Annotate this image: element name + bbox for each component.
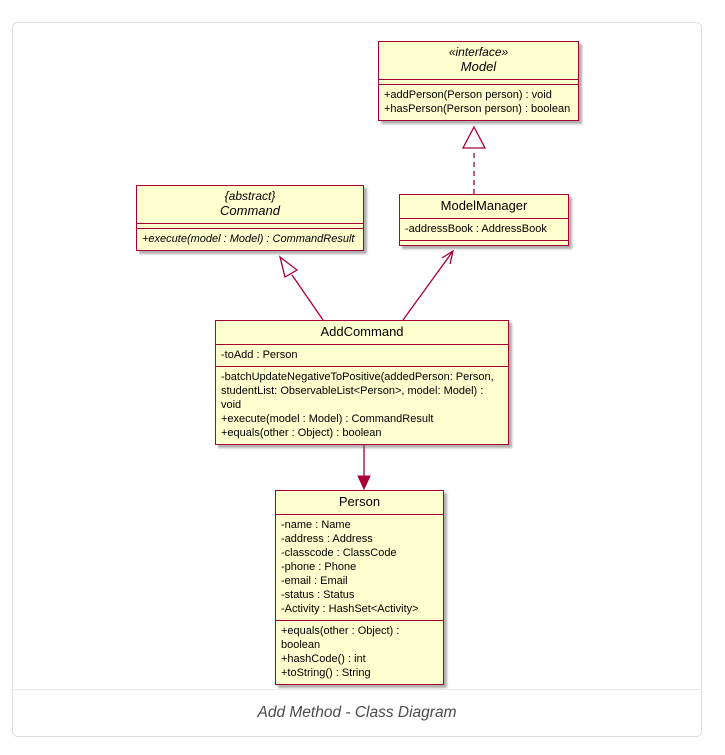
class-name: Person xyxy=(338,494,381,509)
methods-compartment: +equals(other : Object) : boolean +hashC… xyxy=(276,620,443,684)
methods-compartment: +execute(model : Model) : CommandResult xyxy=(137,228,363,250)
stereotype-label: «interface» xyxy=(448,45,509,59)
class-box-addcommand: AddCommand -toAdd : Person -batchUpdateN… xyxy=(215,320,509,445)
attribute-row: -address : Address xyxy=(281,533,373,545)
attribute-row: -classcode : ClassCode xyxy=(281,547,397,559)
attribute-row: -Activity : HashSet<Activity> xyxy=(281,603,419,615)
methods-compartment: +addPerson(Person person) : void +hasPer… xyxy=(379,84,578,120)
class-name: ModelManager xyxy=(440,198,528,213)
attribute-row: -email : Email xyxy=(281,575,348,587)
method-row: +execute(model : Model) : CommandResult xyxy=(221,413,434,425)
attribute-row: -toAdd : Person xyxy=(221,349,298,361)
attribute-row: -addressBook : AddressBook xyxy=(405,223,547,235)
attribute-row: -status : Status xyxy=(281,589,355,601)
method-row: +toString() : String xyxy=(281,667,371,679)
association-arrow-addcommand-to-modelmanager xyxy=(402,249,454,321)
figure-card: ModelManager (association: open arrowhea… xyxy=(12,22,702,737)
class-title: AddCommand xyxy=(216,321,508,344)
class-title: Person xyxy=(276,491,443,514)
method-row: +execute(model : Model) : CommandResult xyxy=(142,233,355,245)
caption-text: Add Method - Class Diagram xyxy=(257,704,457,721)
class-box-person: Person -name : Name -address : Address -… xyxy=(275,490,444,685)
class-box-command: {abstract} Command +execute(model : Mode… xyxy=(136,185,364,251)
class-title: «interface» Model xyxy=(379,42,578,79)
attribute-row: -name : Name xyxy=(281,519,351,531)
attributes-compartment: -addressBook : AddressBook xyxy=(400,218,568,240)
attributes-compartment: -toAdd : Person xyxy=(216,344,508,366)
figure-caption: Add Method - Class Diagram xyxy=(13,689,701,736)
class-box-model: «interface» Model +addPerson(Person pers… xyxy=(378,41,579,121)
attributes-compartment xyxy=(137,223,363,228)
class-name: AddCommand xyxy=(320,324,404,339)
attribute-row: -phone : Phone xyxy=(281,561,357,573)
method-row: +equals(other : Object) : boolean xyxy=(221,427,382,439)
method-row: -batchUpdateNegativeToPositive(addedPers… xyxy=(221,371,494,411)
attributes-compartment xyxy=(379,79,578,84)
class-title: {abstract} Command xyxy=(137,186,363,223)
methods-compartment xyxy=(400,240,568,245)
class-name: Command xyxy=(220,203,280,218)
generalization-arrow-addcommand-to-command xyxy=(278,255,324,321)
class-box-modelmanager: ModelManager -addressBook : AddressBook xyxy=(399,194,569,246)
method-row: +hasPerson(Person person) : boolean xyxy=(384,103,571,115)
attributes-compartment: -name : Name -address : Address -classco… xyxy=(276,514,443,620)
methods-compartment: -batchUpdateNegativeToPositive(addedPers… xyxy=(216,366,508,444)
realization-arrow-modelmanager-to-model xyxy=(461,125,487,194)
method-row: +equals(other : Object) : boolean xyxy=(281,625,400,651)
class-name: Model xyxy=(460,59,497,74)
method-row: +addPerson(Person person) : void xyxy=(384,89,552,101)
class-title: ModelManager xyxy=(400,195,568,218)
stereotype-label: {abstract} xyxy=(224,189,276,203)
method-row: +hashCode() : int xyxy=(281,653,366,665)
class-diagram: ModelManager (association: open arrowhea… xyxy=(13,23,701,691)
